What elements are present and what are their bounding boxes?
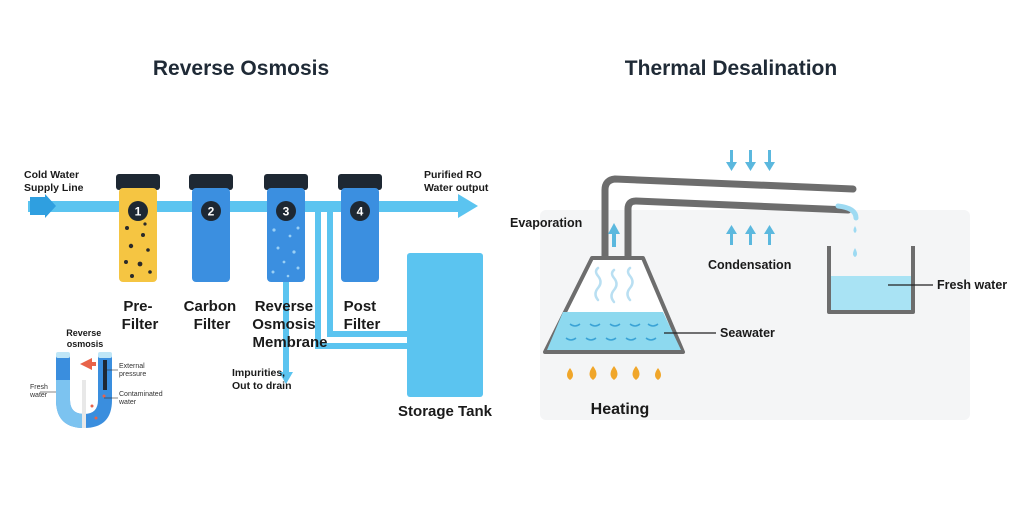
- heating-label: Heating: [591, 401, 650, 418]
- tank-pipe-1: [315, 212, 408, 349]
- filter-4-number-badge: [350, 201, 370, 221]
- filter-3-particles: [271, 226, 300, 278]
- filter-4-label: Post Filter: [344, 298, 381, 333]
- storage-tank-label: Storage Tank: [398, 403, 493, 420]
- u-tube-fresh-side: [56, 380, 84, 428]
- filter-3-number: 3: [283, 205, 290, 219]
- thermal-title: Thermal Desalination: [625, 57, 837, 80]
- pressure-piston: [103, 360, 107, 390]
- inset-title: Reverse osmosis: [66, 328, 104, 349]
- pressure-arrow: [80, 358, 92, 370]
- filter-4-cap: [338, 174, 382, 190]
- filter-1-number: 1: [135, 205, 142, 219]
- filter-3-ro-membrane: 3 Reverse Osmosis Membrane: [252, 174, 328, 351]
- inset-fresh-water-label: Fresh water: [29, 384, 50, 399]
- thermal-desalination-panel: Thermal Desalination Evaporation Condens…: [510, 57, 1007, 420]
- drain-pipe: [283, 282, 289, 374]
- filter-3-number-badge: [276, 201, 296, 221]
- filter-2-carbon-filter: 2 Carbon Filter: [184, 174, 241, 333]
- condensation-arrows-up: [726, 225, 775, 245]
- flames: [567, 366, 661, 380]
- filter-4-post-filter: 4 Post Filter: [338, 174, 382, 333]
- tank-pipe-2: [327, 212, 408, 337]
- reverse-osmosis-panel: Reverse Osmosis Cold Water Supply Line P…: [24, 57, 493, 428]
- steam-wisps: [594, 266, 634, 304]
- flask-seawater: [547, 312, 681, 350]
- condenser-tube-outer: [601, 175, 857, 262]
- filter-1-number-badge: [128, 201, 148, 221]
- filter-1-pre-filter: 1 Pre- Filter: [116, 174, 160, 333]
- ro-title: Reverse Osmosis: [153, 57, 329, 80]
- drain-arrow: [279, 372, 293, 384]
- drop-1: [853, 226, 857, 233]
- drop-2: [853, 248, 857, 257]
- evaporation-label: Evaporation: [510, 216, 582, 230]
- filter-1-label: Pre- Filter: [122, 298, 159, 333]
- filter-1-cap: [116, 174, 160, 190]
- output-arrow-head: [458, 194, 478, 218]
- filter-2-cap: [189, 174, 233, 190]
- inset-pressure-label: External pressure: [119, 363, 147, 378]
- filter-3-cap: [264, 174, 308, 190]
- condenser-tube-inner: [624, 197, 852, 262]
- evaporation-arrow: [608, 223, 620, 247]
- supply-line-label: Cold Water Supply Line: [24, 169, 84, 194]
- storage-tank: [407, 253, 483, 397]
- u-tube-left-cap: [56, 352, 70, 358]
- contaminant-dots: [90, 394, 106, 420]
- output-label: Purified RO Water output: [424, 169, 489, 194]
- main-supply-pipe: [28, 201, 458, 212]
- u-tube-membrane: [82, 380, 86, 428]
- seawater-label: Seawater: [720, 326, 775, 340]
- filter-2-label: Carbon Filter: [184, 298, 241, 333]
- condensation-label: Condensation: [708, 258, 791, 272]
- supply-inlet-arrow: [30, 194, 56, 218]
- cooling-arrows-down: [726, 150, 775, 171]
- u-tube-right-cap: [98, 352, 112, 358]
- filter-1-particles: [124, 222, 152, 278]
- drain-label: Impurities, Out to drain: [232, 367, 292, 392]
- seawater-waves: [565, 323, 659, 341]
- filter-4-number: 4: [357, 205, 364, 219]
- filter-3-label: Reverse Osmosis Membrane: [252, 298, 327, 351]
- fresh-water-label: Fresh water: [937, 278, 1007, 292]
- beaker: [827, 246, 915, 314]
- filter-2-number-badge: [201, 201, 221, 221]
- thermal-background: [540, 210, 970, 420]
- beaker-fresh-water: [831, 276, 911, 310]
- filter-2-number: 2: [208, 205, 215, 219]
- ro-inset-u-tube: Reverse osmosis Fresh water External pr: [29, 328, 165, 428]
- pressure-arrow-tail: [90, 362, 96, 366]
- condensate-drip: [835, 203, 859, 221]
- inset-contaminated-label: Contaminated water: [118, 391, 165, 406]
